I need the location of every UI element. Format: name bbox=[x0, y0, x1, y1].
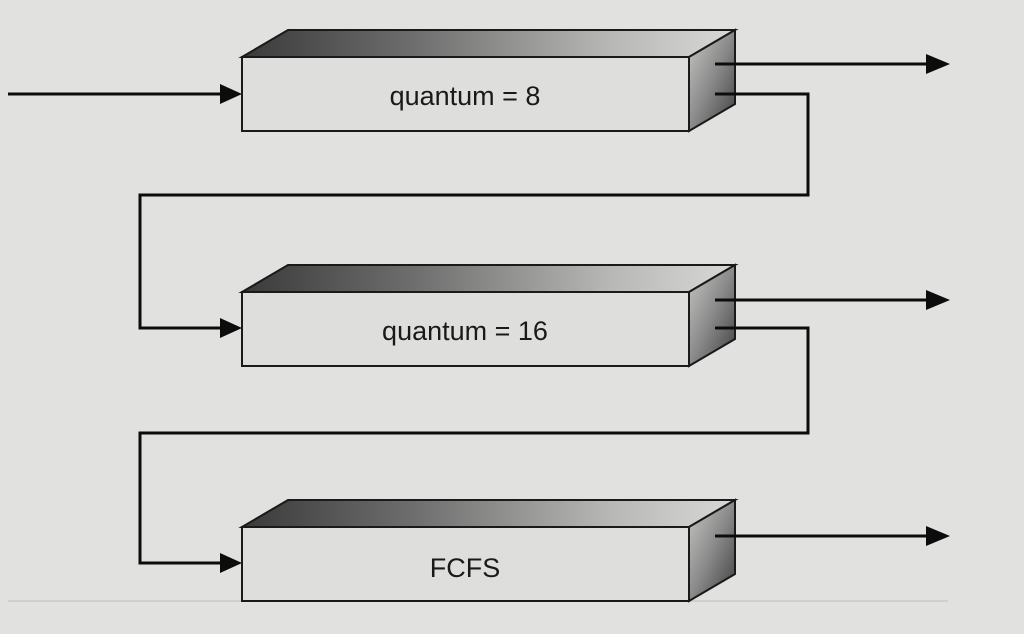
queue-3-exit-arrowhead-icon bbox=[926, 526, 950, 546]
queue-3-label: FCFS bbox=[430, 553, 501, 583]
demote-2-to-3-arrowhead-icon bbox=[220, 553, 242, 573]
queue-1-front-face bbox=[241, 56, 690, 132]
queue-2-front-face bbox=[241, 291, 690, 367]
queue-1-exit-arrowhead-icon bbox=[926, 54, 950, 74]
queue-2: quantum = 16 bbox=[238, 263, 739, 368]
queue-3-top-face bbox=[238, 499, 739, 528]
queue-2-top-face bbox=[238, 264, 739, 293]
queue-1-label: quantum = 8 bbox=[390, 81, 541, 111]
demote-1-to-2-arrowhead-icon bbox=[220, 318, 242, 338]
demote-1-to-2-line bbox=[138, 92, 810, 330]
queue-1: quantum = 8 bbox=[238, 28, 739, 133]
queue-2-exit-arrowhead-icon bbox=[926, 290, 950, 310]
demote-2-to-3-line bbox=[138, 326, 810, 565]
queue-2-label: quantum = 16 bbox=[382, 316, 548, 346]
entry-arrowhead-icon bbox=[220, 84, 242, 104]
queue-3-front-face bbox=[241, 526, 690, 602]
queue-1-top-face bbox=[238, 29, 739, 58]
queue-3: FCFS bbox=[238, 498, 739, 603]
